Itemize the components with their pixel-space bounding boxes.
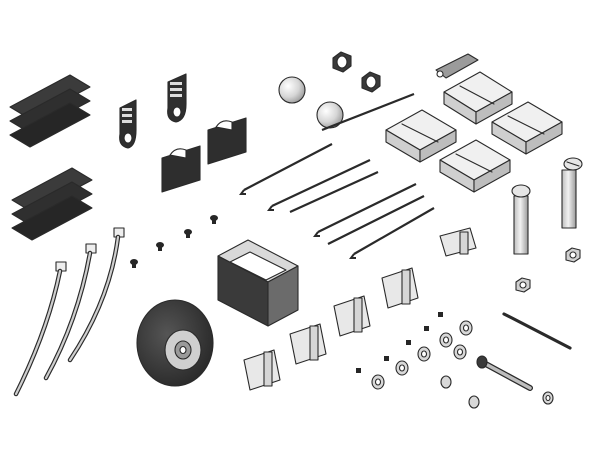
hinge-icon xyxy=(385,109,457,163)
set-screw-icon xyxy=(384,356,389,361)
pushrod-icon xyxy=(321,92,415,132)
collar-icon xyxy=(439,332,453,348)
collar-icon xyxy=(468,395,480,409)
pushrod-icon xyxy=(327,195,425,245)
control-horn-icon xyxy=(289,323,327,365)
nut-icon xyxy=(515,277,531,293)
pushrod-icon xyxy=(349,207,435,259)
control-horn-icon xyxy=(243,349,281,391)
bolt-icon xyxy=(476,355,533,391)
hinge-icon xyxy=(491,101,563,155)
collar-icon xyxy=(371,374,385,390)
pushrod-icon xyxy=(289,170,379,214)
collar-icon xyxy=(440,375,452,389)
hinge-icon xyxy=(439,139,511,193)
set-screw-icon xyxy=(356,368,361,373)
pushrod-icon xyxy=(267,159,371,211)
screw-icon xyxy=(210,215,218,224)
bolt-icon xyxy=(511,184,531,255)
set-screw-icon xyxy=(438,312,443,317)
collar-icon xyxy=(417,346,431,362)
cable-tie-icon xyxy=(13,261,67,397)
collar-icon xyxy=(459,320,473,336)
velcro-pads-icon xyxy=(9,74,91,148)
collar-icon xyxy=(542,391,554,405)
screw-icon xyxy=(130,259,138,268)
wheel-icon xyxy=(136,299,214,387)
screw-icon xyxy=(156,242,164,251)
control-horn-icon xyxy=(381,267,419,309)
bolt-icon xyxy=(561,157,583,229)
ball-icon xyxy=(278,76,306,104)
hinge-icon xyxy=(443,71,513,125)
allen-key-icon xyxy=(502,312,572,350)
pad-icon xyxy=(207,117,247,165)
nut-icon xyxy=(361,71,381,93)
set-screw-icon xyxy=(406,340,411,345)
collar-icon xyxy=(453,344,467,360)
clevis-icon xyxy=(435,53,479,79)
collar-icon xyxy=(395,360,409,376)
cable-tie-icon xyxy=(43,243,97,381)
pushrod-icon xyxy=(239,143,333,195)
nut-icon xyxy=(565,247,581,263)
pad-icon xyxy=(161,145,201,193)
strap-icon xyxy=(167,73,187,123)
pushrod-icon xyxy=(313,183,417,237)
velcro-pads-icon xyxy=(11,167,93,241)
cable-tie-icon xyxy=(67,227,125,363)
set-screw-icon xyxy=(424,326,429,331)
control-horn-icon xyxy=(333,295,371,337)
screw-icon xyxy=(184,229,192,238)
frame-icon xyxy=(217,239,299,327)
control-horn-icon xyxy=(439,227,477,257)
nut-icon xyxy=(332,51,352,73)
strap-icon xyxy=(119,99,137,149)
